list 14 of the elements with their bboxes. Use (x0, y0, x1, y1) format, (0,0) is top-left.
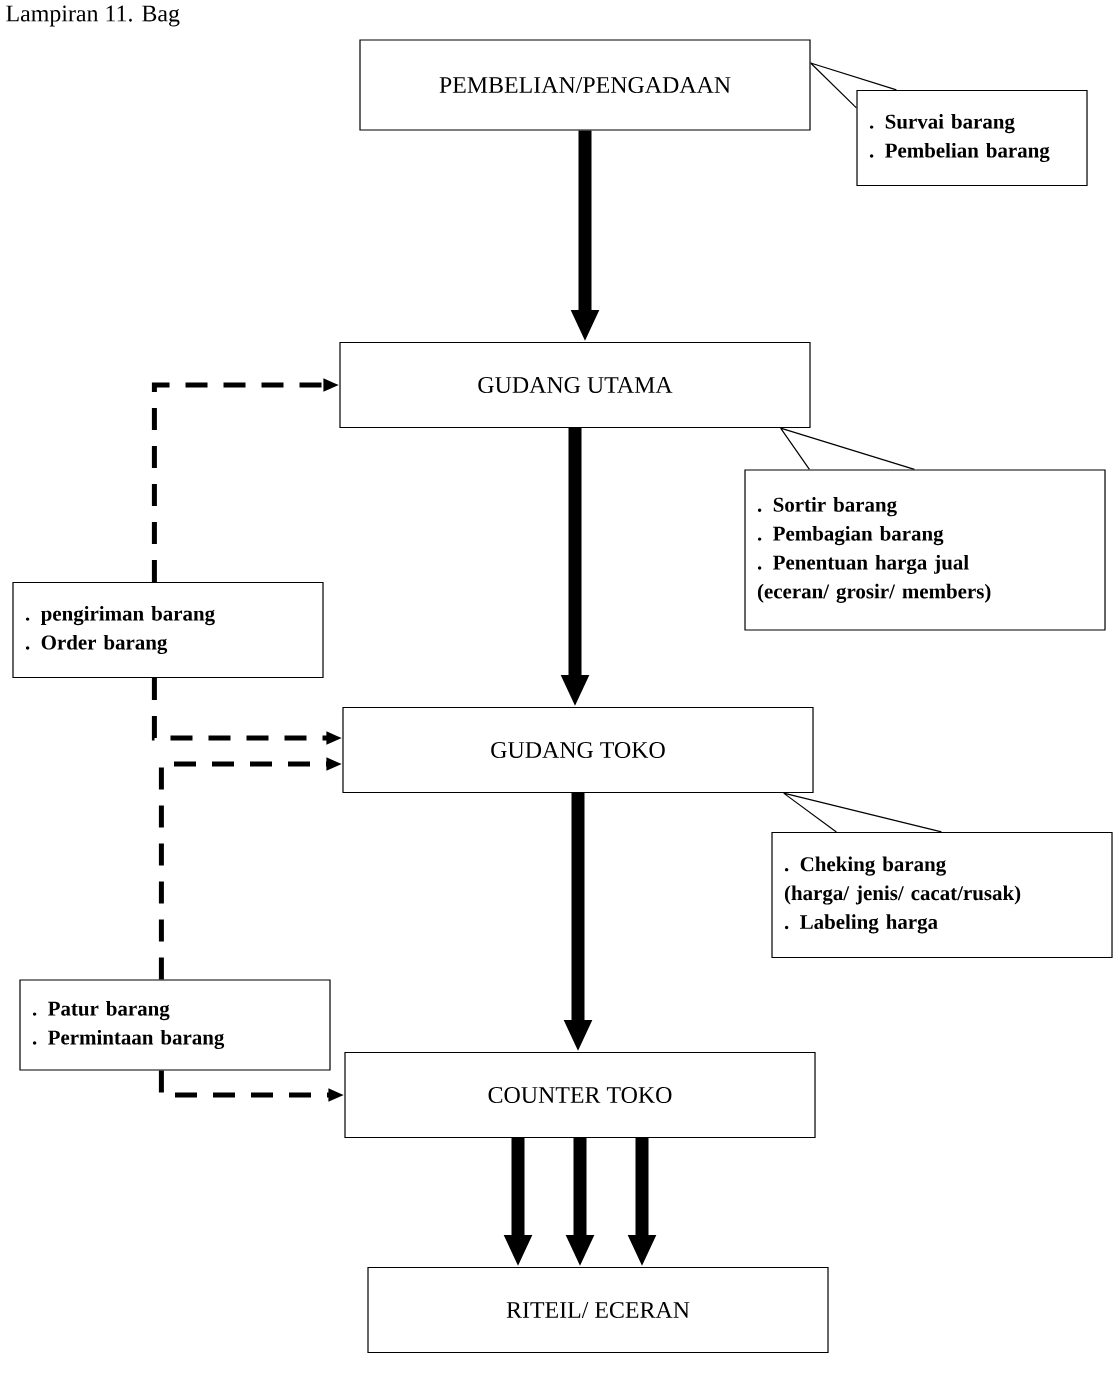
process-box: GUDANG TOKO (342, 706, 814, 794)
process-box: RITEIL/ ECERAN (367, 1266, 829, 1354)
note-box: . pengiriman barang . Order barang (12, 581, 324, 679)
note-box: . Survai barang . Pembelian barang (856, 89, 1088, 187)
process-box: COUNTER TOKO (344, 1051, 816, 1139)
callout-tail (810, 62, 897, 109)
callout-tail (780, 427, 915, 470)
page-heading: Lampiran 11. Bag (6, 5, 180, 27)
process-box: PEMBELIAN/PENGADAAN (359, 39, 811, 131)
note-box: . Patur barang . Permintaan barang (19, 979, 331, 1071)
note-box: . Cheking barang (harga/ jenis/ cacat/rusak) . Labeling harga (771, 831, 1113, 959)
callout-tail (783, 792, 942, 833)
note-box: . Sortir barang . Pembagian barang . Penentuan harga jual (eceran/ grosir/ members) (744, 469, 1106, 631)
process-box: GUDANG UTAMA (339, 341, 811, 429)
